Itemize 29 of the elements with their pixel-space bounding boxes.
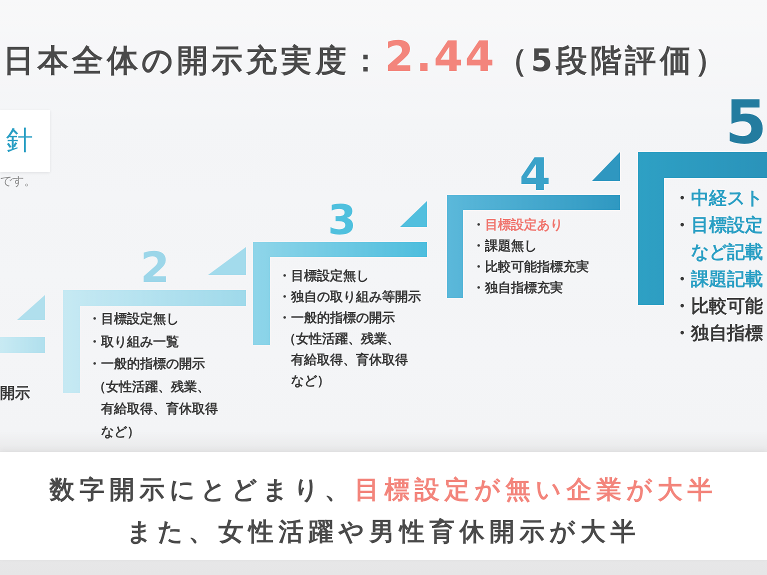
list-item: ・課題記載	[673, 268, 763, 292]
list-item: ・独自の取り組み等開示	[278, 289, 421, 307]
subtitle-text: です。	[0, 174, 36, 188]
list-item: 開示	[0, 383, 30, 403]
list-note: （女性活躍、残業、有給取得、育休取得など）	[93, 378, 219, 442]
list-item: など記載	[691, 240, 763, 264]
list-item: ・目標設定あり	[472, 216, 563, 234]
list-item: ・目標設定無し	[278, 268, 369, 286]
list-item: ・独自指標	[673, 322, 763, 346]
list-item: ・中経スト	[673, 186, 763, 210]
summary-band	[0, 452, 767, 560]
heading-box: 針	[0, 110, 50, 172]
list-note: （女性活躍、残業、有給取得、育休取得など）	[283, 331, 409, 391]
list-item: ・独自指標充実	[472, 280, 563, 298]
step-number: 5	[725, 93, 767, 153]
summary-text: また、女性活躍や男性育休開示が大半	[126, 516, 640, 548]
step-number: 2	[140, 247, 170, 289]
list-item: ・目標設定無し	[88, 310, 179, 329]
list-item: ・比較可能指標充実	[472, 258, 589, 276]
summary-text: 数字開示にとどまり、目標設定が無い企業が大半	[50, 474, 718, 506]
list-item: ・比較可能	[673, 294, 763, 318]
list-item: ・一般的指標の開示	[278, 310, 395, 328]
list-item: ・目標設定	[673, 214, 763, 238]
step-number: 4	[519, 152, 551, 197]
list-item: ・一般的指標の開示	[88, 356, 205, 374]
list-item: ・取り組み一覧	[88, 334, 179, 352]
list-item: ・課題無し	[472, 238, 537, 256]
title: 日本全体の開示充実度：2.44（5段階評価）	[3, 33, 730, 83]
step-number: 3	[328, 200, 356, 241]
